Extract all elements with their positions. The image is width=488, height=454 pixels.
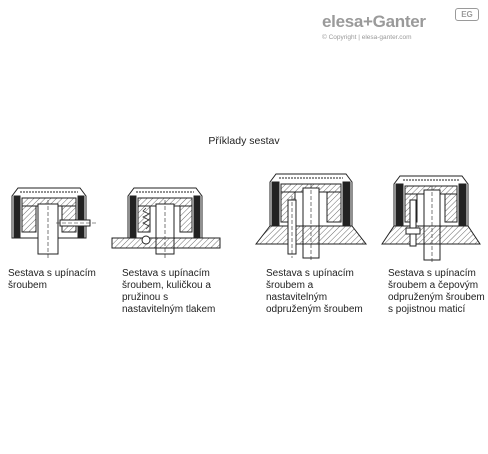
assembly-drawing-4 (381, 175, 481, 262)
assembly-drawing-3 (254, 173, 368, 262)
page-title: Příklady sestav (208, 135, 280, 147)
caption-3: Sestava s upínacím šroubem a nastaviteln… (266, 268, 363, 315)
brand-logo: elesa+Ganter EG © Copyright | elesa-gant… (322, 8, 482, 48)
brand-logo-text: elesa+Ganter (322, 12, 426, 31)
caption-1: Sestava s upínacím šroubem (8, 268, 96, 291)
caption-4: Sestava s upínacím šroubem a čepovým odp… (388, 268, 485, 315)
caption-2: Sestava s upínacím šroubem, kuličkou a p… (122, 268, 216, 315)
assembly-drawing-2 (111, 187, 221, 258)
copyright-text: © Copyright | elesa-ganter.com (322, 34, 412, 41)
brand-badge: EG (455, 8, 479, 21)
assembly-drawing-1 (11, 187, 96, 258)
